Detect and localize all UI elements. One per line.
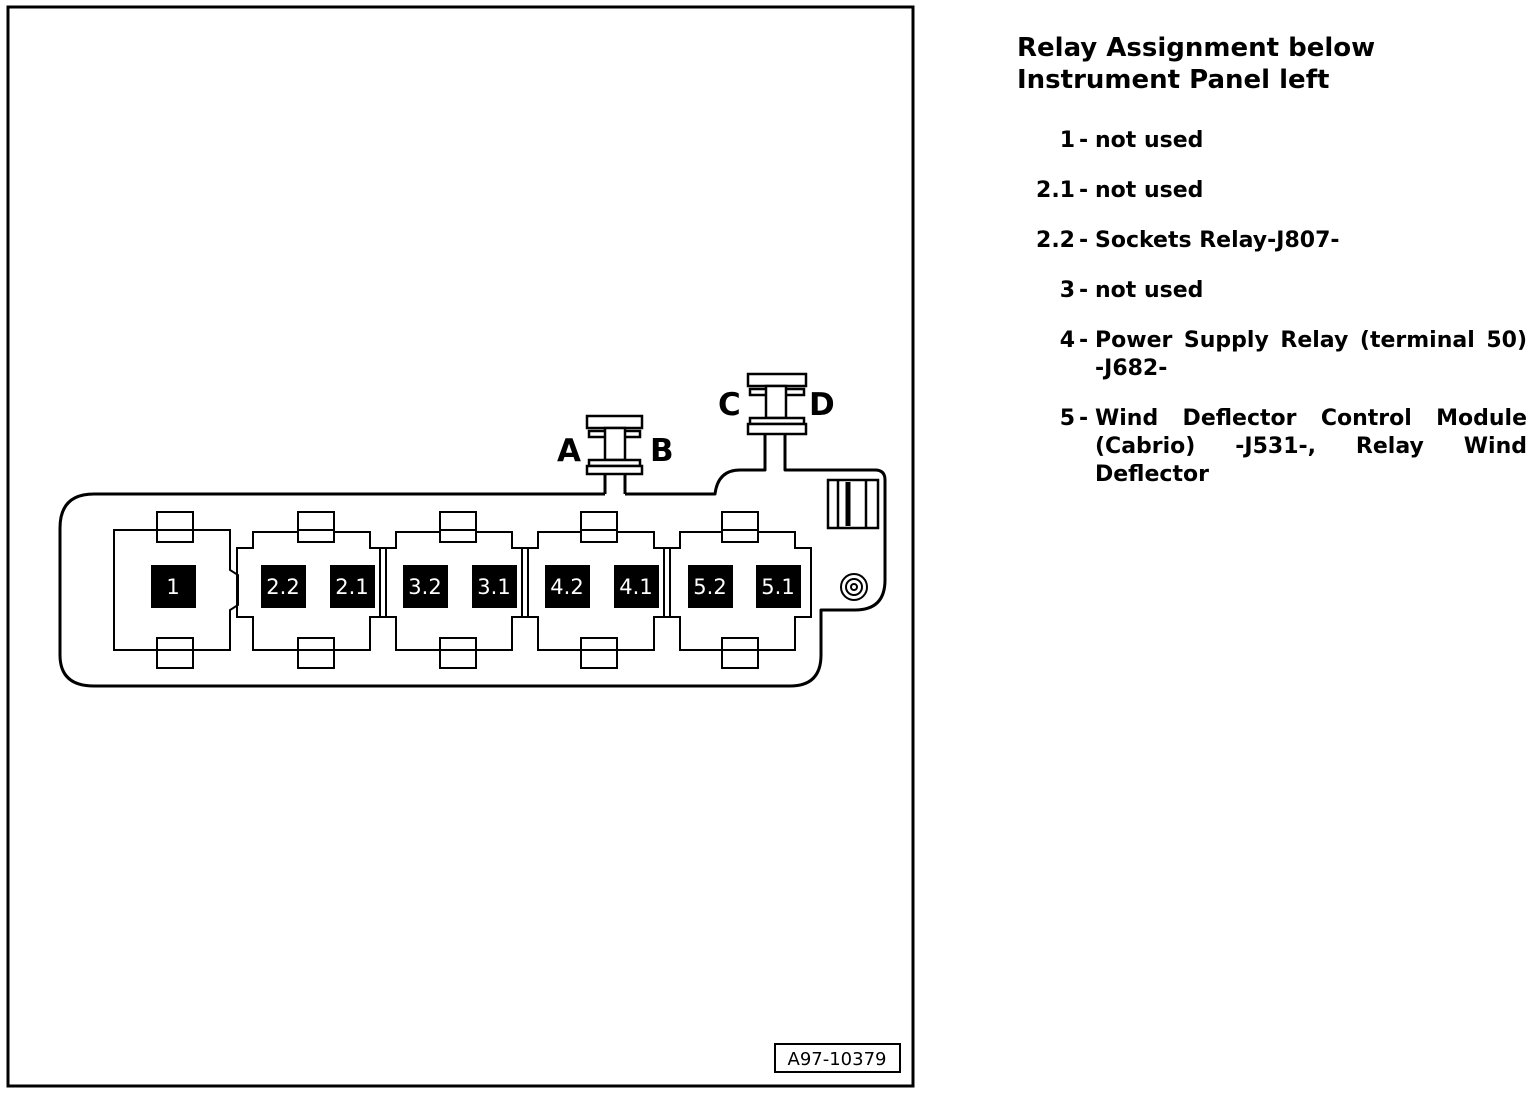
socket-clips-top [156, 511, 759, 543]
legend-item: 1- not used [1017, 127, 1527, 155]
relay-panel-diagram: 1 2.2 2.1 3.2 3.1 4.2 4.1 5.2 5.1 A B C … [6, 5, 915, 1088]
legend-item-text: Sockets Relay-J807- [1095, 228, 1340, 253]
figure-id: A97-10379 [788, 1049, 887, 1070]
relay-label-3-1: 3.1 [477, 575, 510, 599]
relay-label-2-2: 2.2 [266, 575, 299, 599]
legend-item: 2.1- not used [1017, 177, 1527, 205]
figure-id-box [774, 1043, 901, 1073]
relay-label-4-2: 4.2 [550, 575, 583, 599]
legend-item-number: 2.2 [1036, 228, 1075, 253]
legend-item: 5- Wind Deflector Control Module (Cabrio… [1017, 405, 1527, 489]
connector-label-b: B [650, 433, 674, 469]
relay-label-1: 1 [166, 575, 179, 599]
legend-item: 3- not used [1017, 277, 1527, 305]
connector-label-c: C [718, 387, 741, 423]
relay-label-5-2: 5.2 [693, 575, 726, 599]
legend-title: Relay Assignment below Instrument Panel … [1017, 33, 1376, 95]
mounting-hole [840, 573, 868, 601]
legend-item-number: 1 [1059, 128, 1075, 153]
legend-item-number: 3 [1059, 278, 1075, 303]
legend-item: 2.2- Sockets Relay-J807- [1017, 227, 1527, 255]
legend-item-text: Wind Deflector Control Module (Cabrio) -… [1095, 406, 1527, 487]
relay-legend: Relay Assignment below Instrument Panel … [1017, 32, 1527, 511]
relay-label-5-1: 5.1 [761, 575, 794, 599]
legend-item-text: Power Supply Relay (terminal 50) -J682- [1095, 328, 1527, 381]
relay-label-3-2: 3.2 [408, 575, 441, 599]
socket-outlines [113, 529, 812, 651]
legend-item-number: 5 [1059, 406, 1075, 431]
socket-clips-bottom [156, 637, 759, 669]
latch [826, 478, 880, 530]
connector-cd [746, 372, 808, 436]
relay-label-2-1: 2.1 [335, 575, 368, 599]
legend-item-text: not used [1095, 128, 1204, 153]
relay-badges [151, 565, 801, 608]
connector-label-d: D [809, 387, 835, 423]
relay-label-4-1: 4.1 [619, 575, 652, 599]
legend-item-number: 2.1 [1036, 178, 1075, 203]
connector-label-a: A [557, 433, 581, 469]
legend-list: 1- not used 2.1- not used 2.2- Sockets R… [1017, 127, 1527, 489]
legend-item-number: 4 [1059, 328, 1075, 353]
legend-item-text: not used [1095, 278, 1204, 303]
legend-item-text: not used [1095, 178, 1204, 203]
connector-ab [585, 414, 644, 476]
diagram-frame [6, 5, 915, 1088]
legend-item: 4- Power Supply Relay (terminal 50) -J68… [1017, 327, 1527, 383]
relay-carrier [58, 430, 887, 688]
